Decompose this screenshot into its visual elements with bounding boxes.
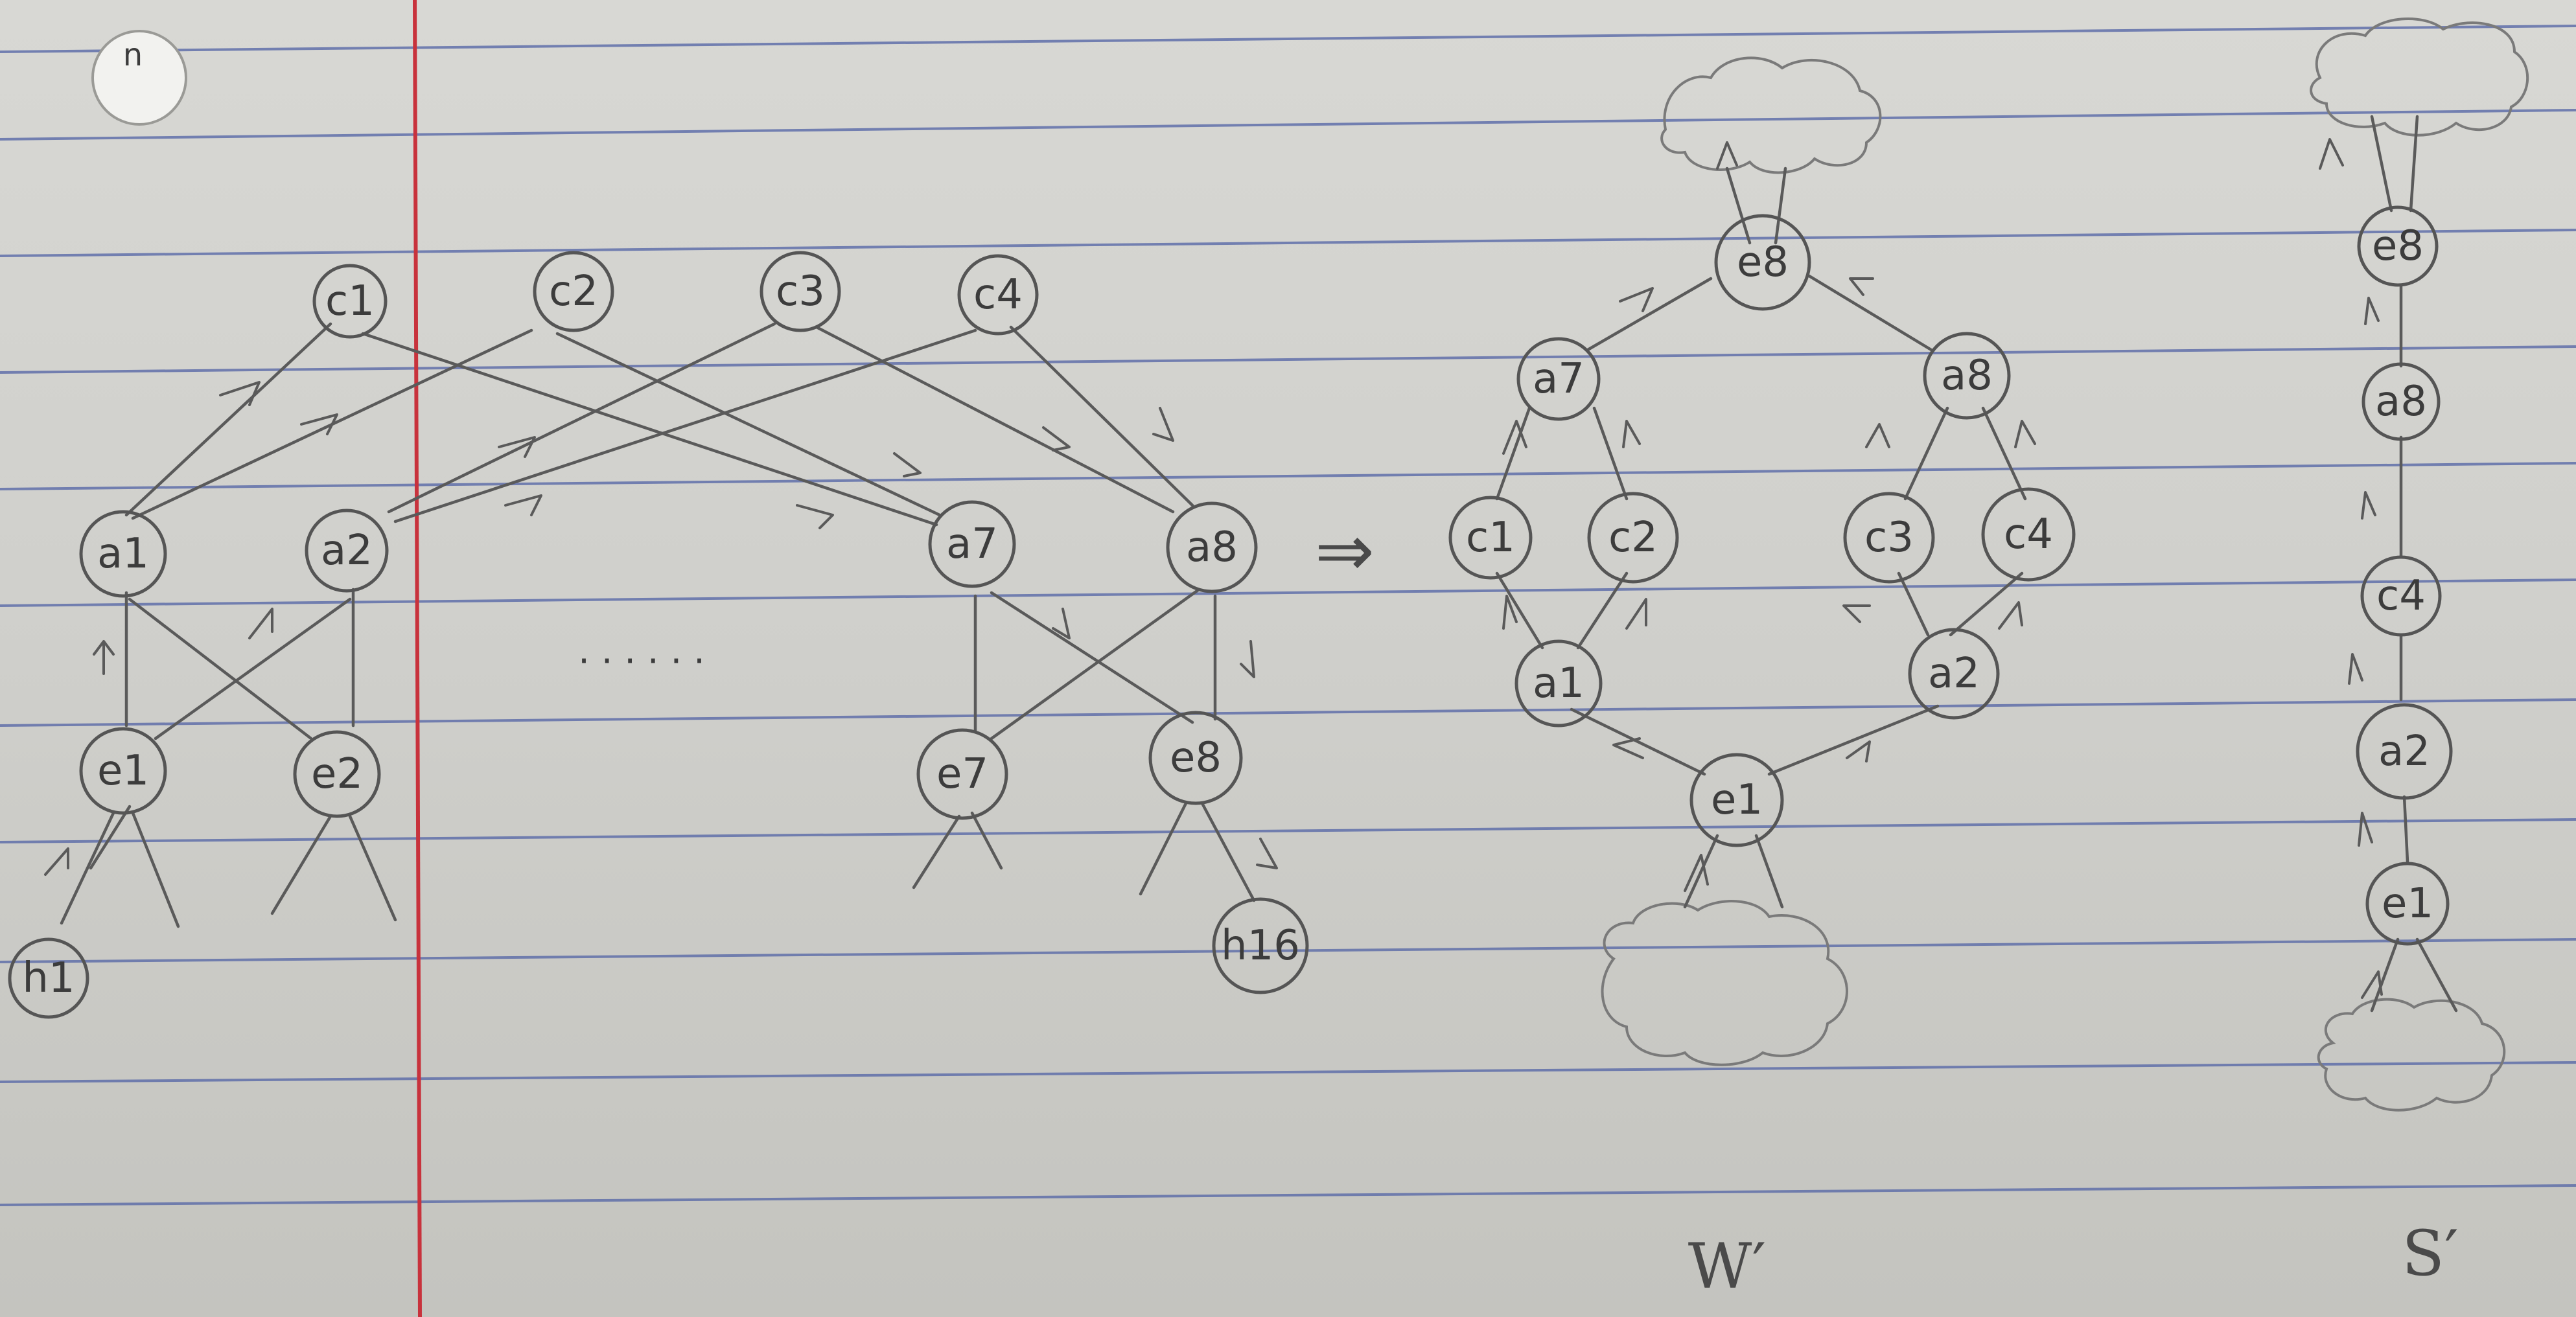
node-s-c4: c4: [2360, 555, 2442, 637]
svg-text:a2: a2: [1928, 650, 1980, 698]
node-a7: a7: [928, 500, 1016, 588]
svg-text:a8: a8: [1941, 352, 1993, 400]
svg-text:a8: a8: [2375, 378, 2427, 426]
svg-text:a1: a1: [97, 530, 149, 578]
svg-text:h16: h16: [1221, 922, 1300, 970]
node-s-a8: a8: [2361, 362, 2441, 441]
node-e7: e7: [916, 728, 1008, 820]
w-graph: e8 a7 a8 c1 c2 c3 c4 a1 a2 e1 W′: [1448, 56, 2076, 1303]
node-w-a2: a2: [1908, 628, 2000, 720]
node-w-a8: a8: [1923, 332, 2011, 420]
svg-text:c2: c2: [1608, 514, 1658, 562]
node-a1: a1: [79, 510, 167, 598]
node-e2: e2: [293, 730, 381, 818]
w-caption: W′: [1688, 1230, 1766, 1303]
node-s-e8: e8: [2357, 205, 2439, 287]
node-w-e8: e8: [1714, 214, 1811, 311]
svg-text:e1: e1: [97, 747, 149, 795]
svg-text:c1: c1: [325, 277, 375, 325]
ellipsis: . . . . . .: [578, 630, 705, 672]
ruled-lines: [0, 25, 2576, 1206]
node-w-c3: c3: [1843, 492, 1935, 584]
node-e8: e8: [1148, 711, 1243, 805]
svg-text:c2: c2: [549, 268, 598, 315]
svg-text:c3: c3: [1864, 514, 1914, 562]
margin-line: [413, 0, 422, 1317]
svg-text:e8: e8: [2372, 222, 2424, 270]
svg-text:c4: c4: [2004, 510, 2053, 558]
node-w-c4: c4: [1981, 487, 2076, 582]
svg-text:a1: a1: [1533, 659, 1584, 707]
node-w-e1: e1: [1689, 753, 1784, 847]
node-h16: h16: [1212, 897, 1309, 994]
node-a8: a8: [1166, 501, 1258, 593]
svg-text:e1: e1: [2382, 880, 2433, 928]
svg-text:a7: a7: [946, 520, 998, 568]
node-w-c1: c1: [1448, 496, 1533, 580]
left-graph: c1 c2 c3 c4 a1 a2 a7 a8 e1 e2 e7 e8 h1 h…: [8, 251, 1309, 1019]
corner-mark: n: [123, 37, 143, 73]
implies-symbol: ⇒: [1315, 509, 1375, 592]
s-caption: S′: [2402, 1217, 2459, 1290]
svg-text:e2: e2: [311, 750, 363, 798]
svg-text:a2: a2: [2378, 727, 2430, 775]
punch-hole: n: [91, 30, 187, 126]
node-w-a1: a1: [1514, 639, 1603, 727]
node-a2: a2: [305, 509, 389, 593]
svg-text:e1: e1: [1711, 776, 1763, 824]
node-c3: c3: [760, 251, 841, 332]
node-s-e1: e1: [2365, 862, 2450, 946]
svg-text:e8: e8: [1170, 734, 1222, 782]
node-w-a7: a7: [1516, 337, 1601, 421]
s-graph: e8 a8 c4 a2 e1 S′: [2310, 17, 2529, 1290]
svg-text:h1: h1: [22, 954, 75, 1002]
node-c1: c1: [312, 264, 388, 339]
node-c4: c4: [957, 254, 1039, 336]
svg-text:a7: a7: [1533, 355, 1584, 403]
node-h1: h1: [8, 937, 89, 1019]
svg-text:a2: a2: [321, 527, 373, 575]
svg-text:c4: c4: [2376, 572, 2426, 620]
svg-text:c3: c3: [776, 268, 825, 315]
svg-text:e7: e7: [936, 750, 988, 798]
svg-text:c4: c4: [973, 271, 1023, 319]
svg-text:a8: a8: [1186, 523, 1238, 571]
node-s-a2: a2: [2356, 703, 2453, 800]
node-e1: e1: [79, 727, 167, 815]
node-c2: c2: [533, 251, 614, 332]
node-w-c2: c2: [1587, 492, 1679, 584]
svg-text:e8: e8: [1737, 238, 1789, 286]
svg-text:c1: c1: [1466, 514, 1515, 562]
